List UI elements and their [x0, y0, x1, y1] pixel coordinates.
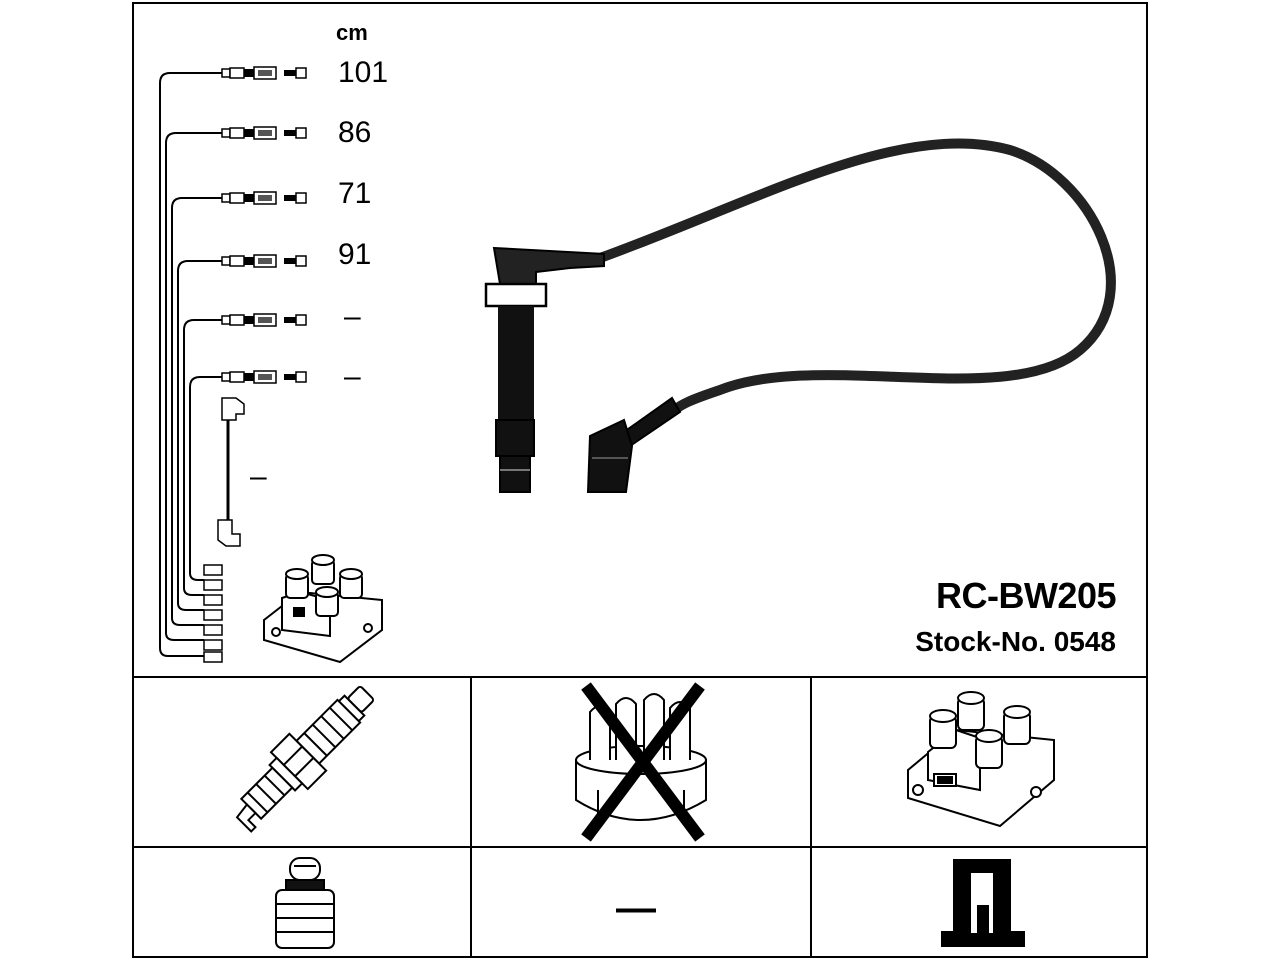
cable-length-5: –: [344, 300, 361, 333]
ignition-cable: [484, 138, 1116, 493]
coil-pack-large-icon: [907, 691, 1055, 828]
cable-length-1: 101: [338, 56, 389, 89]
connector-4: [221, 254, 307, 268]
connector-2: [221, 126, 307, 140]
connector-3: [221, 191, 307, 205]
stock-number: Stock-No. 0548: [915, 626, 1116, 657]
divider-col-1: [470, 676, 472, 958]
model-number: RC-BW205: [935, 575, 1117, 616]
divider-lower: [132, 846, 1148, 848]
cable-length-3: 71: [338, 177, 372, 210]
short-lead-length: –: [250, 460, 267, 493]
cable-length-2: 86: [338, 116, 372, 149]
connector-1: [221, 66, 307, 80]
crossed-out-mark: [581, 682, 705, 842]
short-lead: [217, 397, 245, 547]
coil-pack-small-icon: [263, 554, 383, 664]
cable-length-6: –: [344, 360, 361, 393]
middle-bottom-value: —: [616, 886, 656, 930]
spark-plug-icon: [235, 685, 375, 833]
wire-bundle: [159, 72, 222, 657]
terminal-stack: [203, 564, 223, 663]
unit-label: cm: [336, 20, 368, 45]
diagram-frame: [132, 2, 1148, 958]
terminal-type-icon: [941, 859, 1025, 947]
plug-connector-icon: [275, 857, 335, 949]
connector-6: [221, 370, 307, 384]
cable-length-4: 91: [338, 238, 372, 271]
divider-main: [132, 676, 1148, 678]
divider-col-2: [810, 676, 812, 958]
connector-5: [221, 313, 307, 327]
